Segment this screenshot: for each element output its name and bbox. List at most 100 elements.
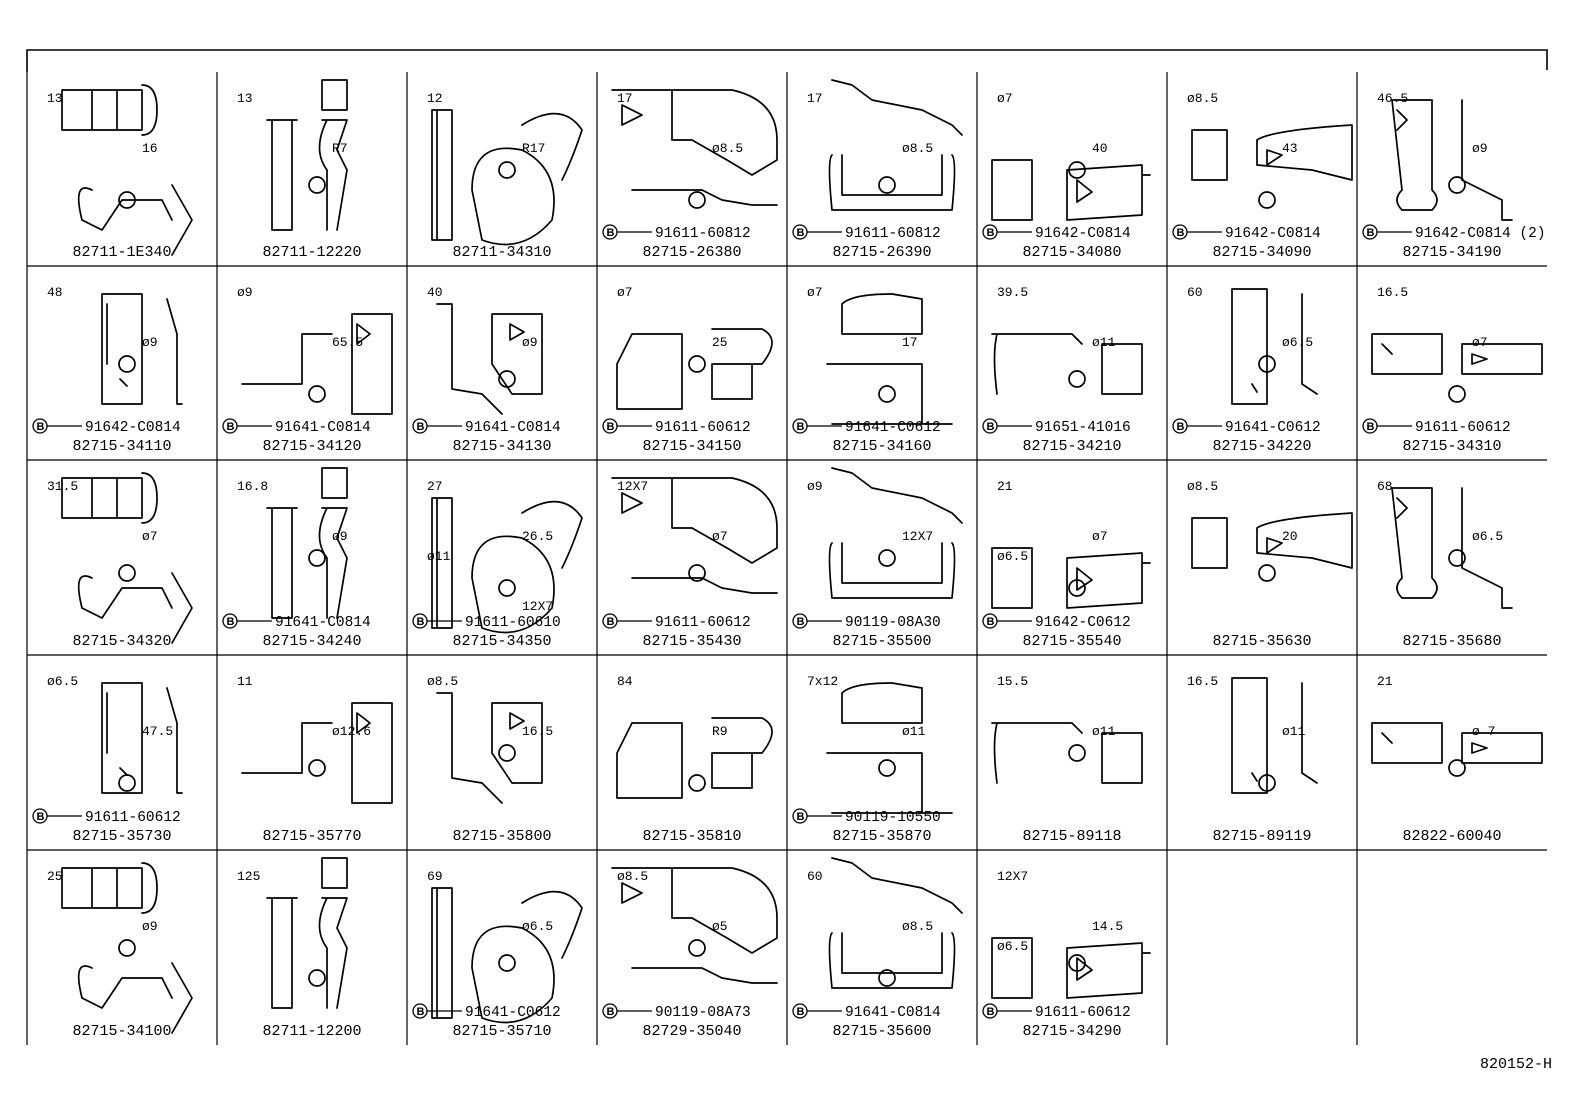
bracket-outline: [611, 867, 778, 984]
bolt-marker-letter: B: [987, 227, 995, 239]
dimension-label: 21: [1377, 674, 1393, 689]
part-drawing: [616, 328, 773, 410]
mounting-hole: [1258, 355, 1276, 373]
dimension-label: ø9: [142, 335, 158, 350]
bracket-outline: [826, 293, 953, 425]
mounting-hole: [1068, 579, 1086, 597]
mounting-hole: [878, 176, 896, 194]
part-number: 82715-34110: [72, 438, 171, 455]
part-number: 82715-35710: [452, 1023, 551, 1040]
part-drawings: [61, 79, 1543, 1034]
bracket-outline: [611, 89, 778, 206]
mounting-hole: [1068, 370, 1086, 388]
bolt-part-number: 91641-C0612: [845, 420, 941, 436]
part-number: 82715-35600: [832, 1023, 931, 1040]
dimension-label: ø11: [1282, 724, 1306, 739]
part-drawing: [1391, 487, 1513, 609]
part-drawing: [991, 937, 1151, 999]
dimension-label: 25: [47, 869, 63, 884]
diagram-code: 820152-H: [1480, 1056, 1552, 1073]
bolt-marker-letter: B: [797, 1006, 805, 1018]
part-number: 82715-34100: [72, 1023, 171, 1040]
bracket-outline: [991, 547, 1151, 609]
part-number: 82715-35680: [1402, 633, 1501, 650]
bolt-marker-letter: B: [227, 616, 235, 628]
part-drawing: [1371, 722, 1543, 777]
part-drawing: [1231, 288, 1318, 405]
part-number: 82715-34320: [72, 633, 171, 650]
dimension-label: 27: [427, 479, 443, 494]
mounting-hole: [308, 176, 326, 194]
part-drawing: [991, 333, 1143, 395]
bracket-outline: [991, 937, 1151, 999]
dimension-label: 46.5: [1377, 91, 1408, 106]
part-drawing: [431, 109, 583, 246]
bolt-part-number: 91641-C0612: [465, 1005, 561, 1021]
dimension-label: 26.5: [522, 529, 553, 544]
dimension-label: ø9: [332, 529, 348, 544]
bracket-outline: [101, 682, 183, 794]
dimension-label: ø5: [712, 919, 728, 934]
part-drawing: [828, 467, 963, 599]
bolt-marker-letter: B: [417, 616, 425, 628]
dimension-label: 20: [1282, 529, 1298, 544]
part-number: 82711-1E340: [72, 244, 171, 261]
dimension-label: 16.5: [1377, 285, 1408, 300]
part-drawing: [61, 472, 193, 644]
mounting-hole: [1068, 744, 1086, 762]
bolt-marker-letter: B: [1177, 421, 1185, 433]
part-drawing: [1391, 99, 1513, 221]
part-number: 82715-35730: [72, 828, 171, 845]
dimension-label: 84: [617, 674, 633, 689]
mounting-hole: [1448, 176, 1466, 194]
mounting-hole: [878, 969, 896, 987]
part-drawing: [266, 467, 348, 619]
dimension-label: 16.8: [237, 479, 268, 494]
part-drawing: [991, 722, 1143, 784]
part-drawing: [1191, 512, 1353, 582]
bolt-part-number: 91611-60812: [655, 226, 751, 242]
mounting-hole: [308, 549, 326, 567]
bracket-outline: [1371, 333, 1543, 375]
bolt-part-number: 91611-60612: [85, 810, 181, 826]
bracket-outline: [266, 467, 348, 619]
bracket-outline: [828, 79, 963, 211]
part-number: 82729-35040: [642, 1023, 741, 1040]
bolt-part-number: 91611-60612: [655, 615, 751, 631]
part-number: 82715-35810: [642, 828, 741, 845]
dimension-label: ø 7: [1472, 724, 1495, 739]
bracket-outline: [616, 328, 773, 410]
bracket-outline: [991, 159, 1151, 221]
bolt-part-number: 91642-C0612: [1035, 615, 1131, 631]
mounting-hole: [118, 191, 136, 209]
bolt-marker-letter: B: [797, 811, 805, 823]
bolt-part-number: 90119-10550: [845, 810, 941, 826]
dimension-label: ø8.5: [1187, 91, 1218, 106]
dimension-label: 125: [237, 869, 260, 884]
bracket-outline: [241, 702, 393, 804]
sheet-frame-top: [26, 49, 1548, 72]
dimension-label: ø7: [997, 91, 1013, 106]
part-number: 82711-12220: [262, 244, 361, 261]
dimension-label: ø7: [617, 285, 633, 300]
bracket-outline: [1191, 124, 1353, 181]
part-number: 82715-34190: [1402, 244, 1501, 261]
dimension-label: ø8.5: [427, 674, 458, 689]
part-number: 82715-34080: [1022, 244, 1121, 261]
part-number: 82715-34220: [1212, 438, 1311, 455]
bolt-part-number: 91641-C0814: [275, 420, 371, 436]
part-drawing: [616, 717, 773, 799]
bolt-part-number: 91642-C0814: [85, 420, 181, 436]
bracket-outline: [61, 862, 193, 1034]
part-drawing: [826, 293, 953, 425]
bracket-outline: [61, 472, 193, 644]
part-drawing: [611, 477, 778, 594]
bracket-outline: [431, 497, 583, 634]
mounting-hole: [878, 759, 896, 777]
dimension-label: ø7: [1472, 335, 1488, 350]
bolt-marker-letter: B: [607, 227, 615, 239]
dimension-label: 12X7: [997, 869, 1028, 884]
mounting-hole: [1258, 564, 1276, 582]
dimension-label: 16: [142, 141, 158, 156]
